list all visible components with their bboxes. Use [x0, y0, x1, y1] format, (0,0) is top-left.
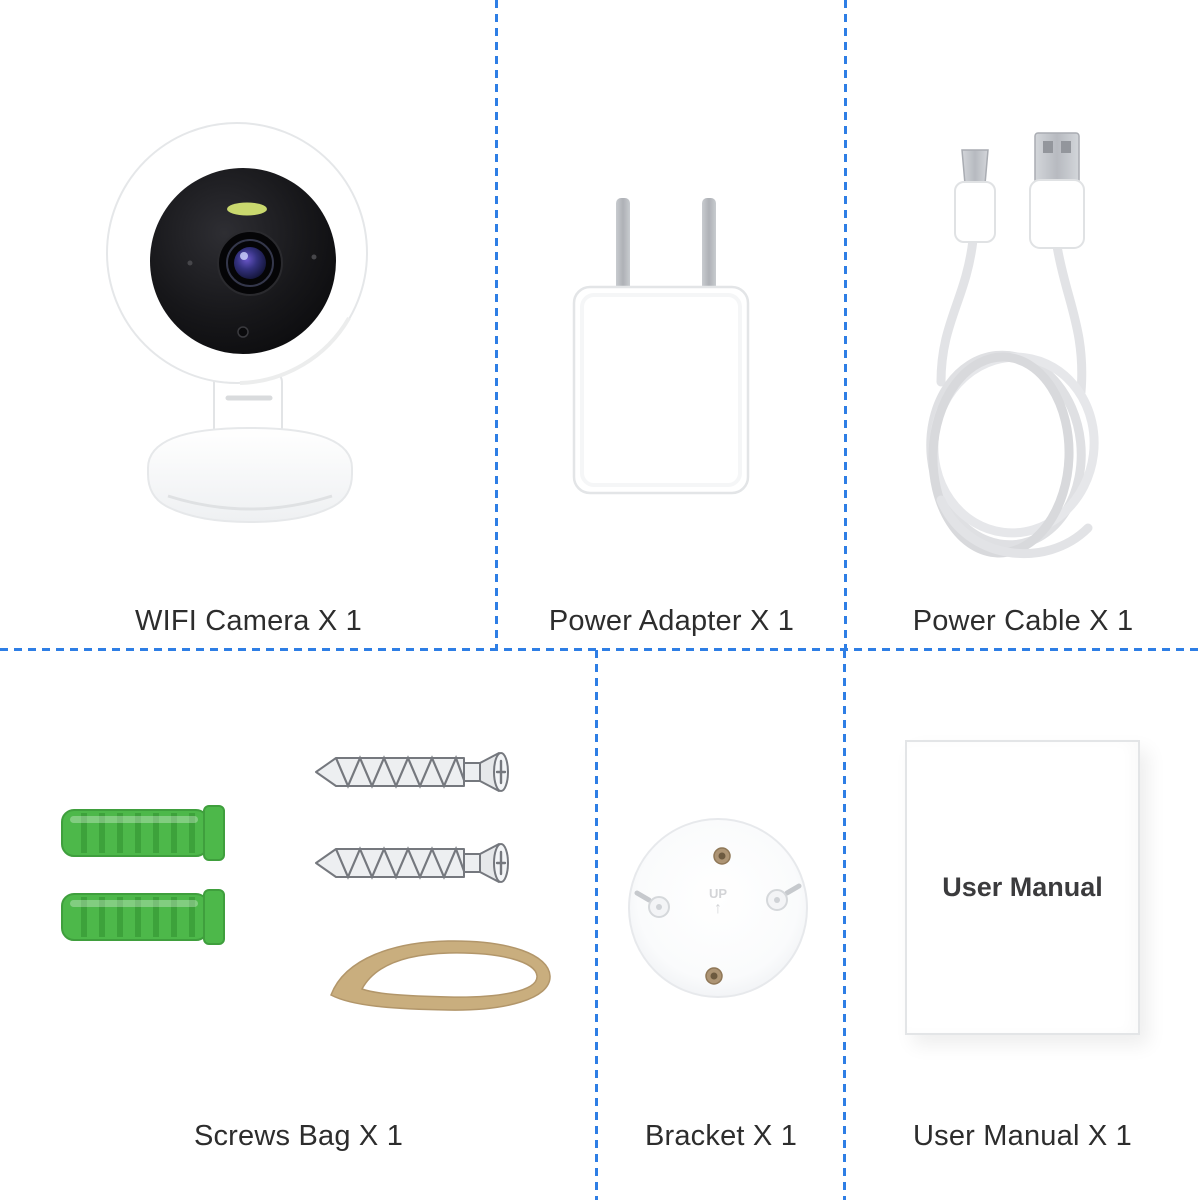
- item-label: WIFI Camera X 1: [135, 605, 362, 637]
- item-label: Power Adapter X 1: [548, 605, 795, 637]
- bracket-screw-hole-bottom: [705, 967, 723, 985]
- item-label: Power Cable X 1: [912, 605, 1134, 637]
- camera-lens: [217, 230, 283, 296]
- screws-bag-illustration: [0, 751, 551, 1011]
- adapter-body: [572, 285, 750, 495]
- cell-user-manual: User Manual User Manual X 1: [845, 650, 1200, 1200]
- cell-screws-bag: Screws Bag X 1: [0, 650, 597, 1200]
- item-label: User Manual X 1: [913, 1120, 1132, 1152]
- screw-1: [314, 751, 510, 793]
- camera-light-sensor: [237, 326, 249, 338]
- wifi-camera-illustration: [106, 122, 368, 524]
- cell-bracket: UP ↑ Bracket X 1: [597, 650, 845, 1200]
- micro-usb-connector: [954, 149, 996, 243]
- cable-coil: [926, 235, 1099, 559]
- wall-anchor-1: [62, 806, 224, 860]
- camera-base: [147, 426, 353, 524]
- cell-wifi-camera: WIFI Camera X 1: [0, 0, 497, 650]
- adapter-prongs: [616, 198, 716, 294]
- bracket-screw-hole-top: [713, 847, 731, 865]
- camera-head: [106, 122, 368, 385]
- cell-power-cable: Power Cable X 1: [846, 0, 1200, 650]
- camera-status-led: [227, 202, 267, 216]
- power-cable-illustration: [926, 132, 1099, 559]
- screw-2: [314, 842, 510, 884]
- power-adapter-illustration: [572, 198, 750, 495]
- user-manual-booklet: User Manual: [905, 740, 1140, 1035]
- cell-power-adapter: Power Adapter X 1: [497, 0, 846, 650]
- wall-anchor-2: [62, 890, 224, 944]
- manual-cover-title: User Manual: [942, 872, 1103, 902]
- item-label: Bracket X 1: [644, 1120, 798, 1152]
- bracket-illustration: [628, 818, 808, 998]
- bracket-plate: [628, 818, 808, 998]
- sim-eject-tool: [330, 940, 551, 1011]
- bracket-post-right: [766, 883, 802, 911]
- bracket-post-left: [634, 890, 670, 918]
- item-label: Screws Bag X 1: [193, 1120, 404, 1152]
- usb-a-connector: [1029, 132, 1085, 249]
